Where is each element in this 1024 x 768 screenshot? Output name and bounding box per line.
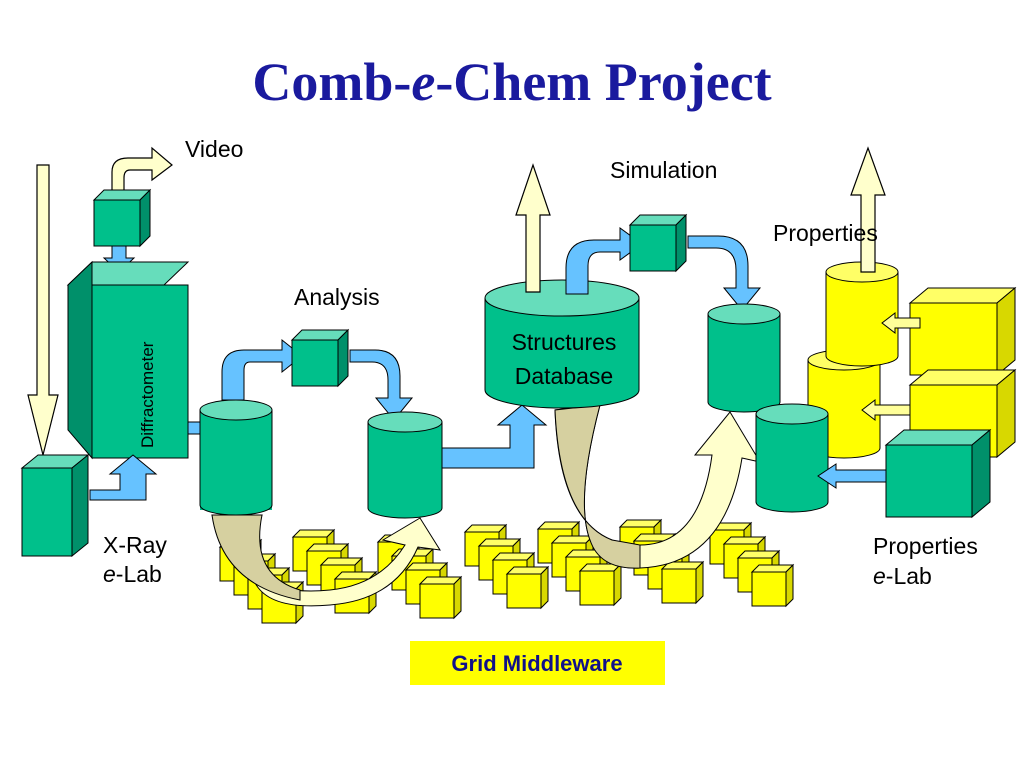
structures-db-line1: Structures	[512, 329, 617, 355]
properties-cylinder-front	[825, 261, 899, 367]
diffractometer-label: Diffractometer	[138, 341, 157, 448]
properties-lab-line1: Properties	[873, 533, 978, 559]
diffractometer-box	[66, 260, 190, 460]
properties-top-label: Properties	[773, 220, 878, 246]
grid-middleware-label: Grid Middleware	[451, 651, 622, 676]
properties-lab-line2: e-Lab	[873, 563, 932, 589]
simulation-cube	[629, 214, 687, 272]
video-arrow	[111, 146, 173, 194]
xray-to-diffractometer-arrow	[89, 454, 158, 501]
curve-arrow-analysis-shadow	[211, 514, 301, 601]
simulation-arrow-down	[687, 235, 762, 311]
simulation-cylinder	[707, 303, 781, 413]
analysis-cube	[291, 329, 349, 387]
analysis-cylinder-2	[367, 411, 443, 519]
analysis-arrow-down	[349, 349, 414, 421]
grid-middleware-box	[410, 641, 665, 685]
xray-lab-line2: e-Lab	[103, 561, 162, 587]
video-cube	[93, 189, 151, 247]
xray-cube	[20, 453, 90, 558]
properties-cylinder-teal	[755, 403, 829, 513]
database-curve-arrow-shadow	[554, 404, 641, 569]
yellow-cube-arrow-1	[881, 311, 921, 335]
analysis-cylinder-1	[199, 399, 273, 516]
database-output-arrow	[515, 163, 551, 293]
analysis-to-database-arrow	[441, 404, 548, 469]
properties-lab-arrow	[817, 463, 887, 489]
yellow-cube-arrow-2	[861, 398, 911, 422]
simulation-label: Simulation	[610, 157, 717, 183]
video-label: Video	[185, 136, 243, 162]
structures-database	[484, 279, 640, 409]
analysis-arrow-up	[221, 338, 303, 401]
page-title: Comb-e-Chem Project	[252, 52, 771, 112]
structures-db-line2: Database	[515, 363, 613, 389]
incoming-arrow	[27, 164, 59, 456]
analysis-label: Analysis	[294, 284, 380, 310]
properties-lab-cube	[884, 428, 992, 519]
properties-yellow-cube-1	[908, 286, 1017, 377]
xray-lab-line1: X-Ray	[103, 532, 167, 558]
properties-output-arrow	[850, 146, 886, 273]
